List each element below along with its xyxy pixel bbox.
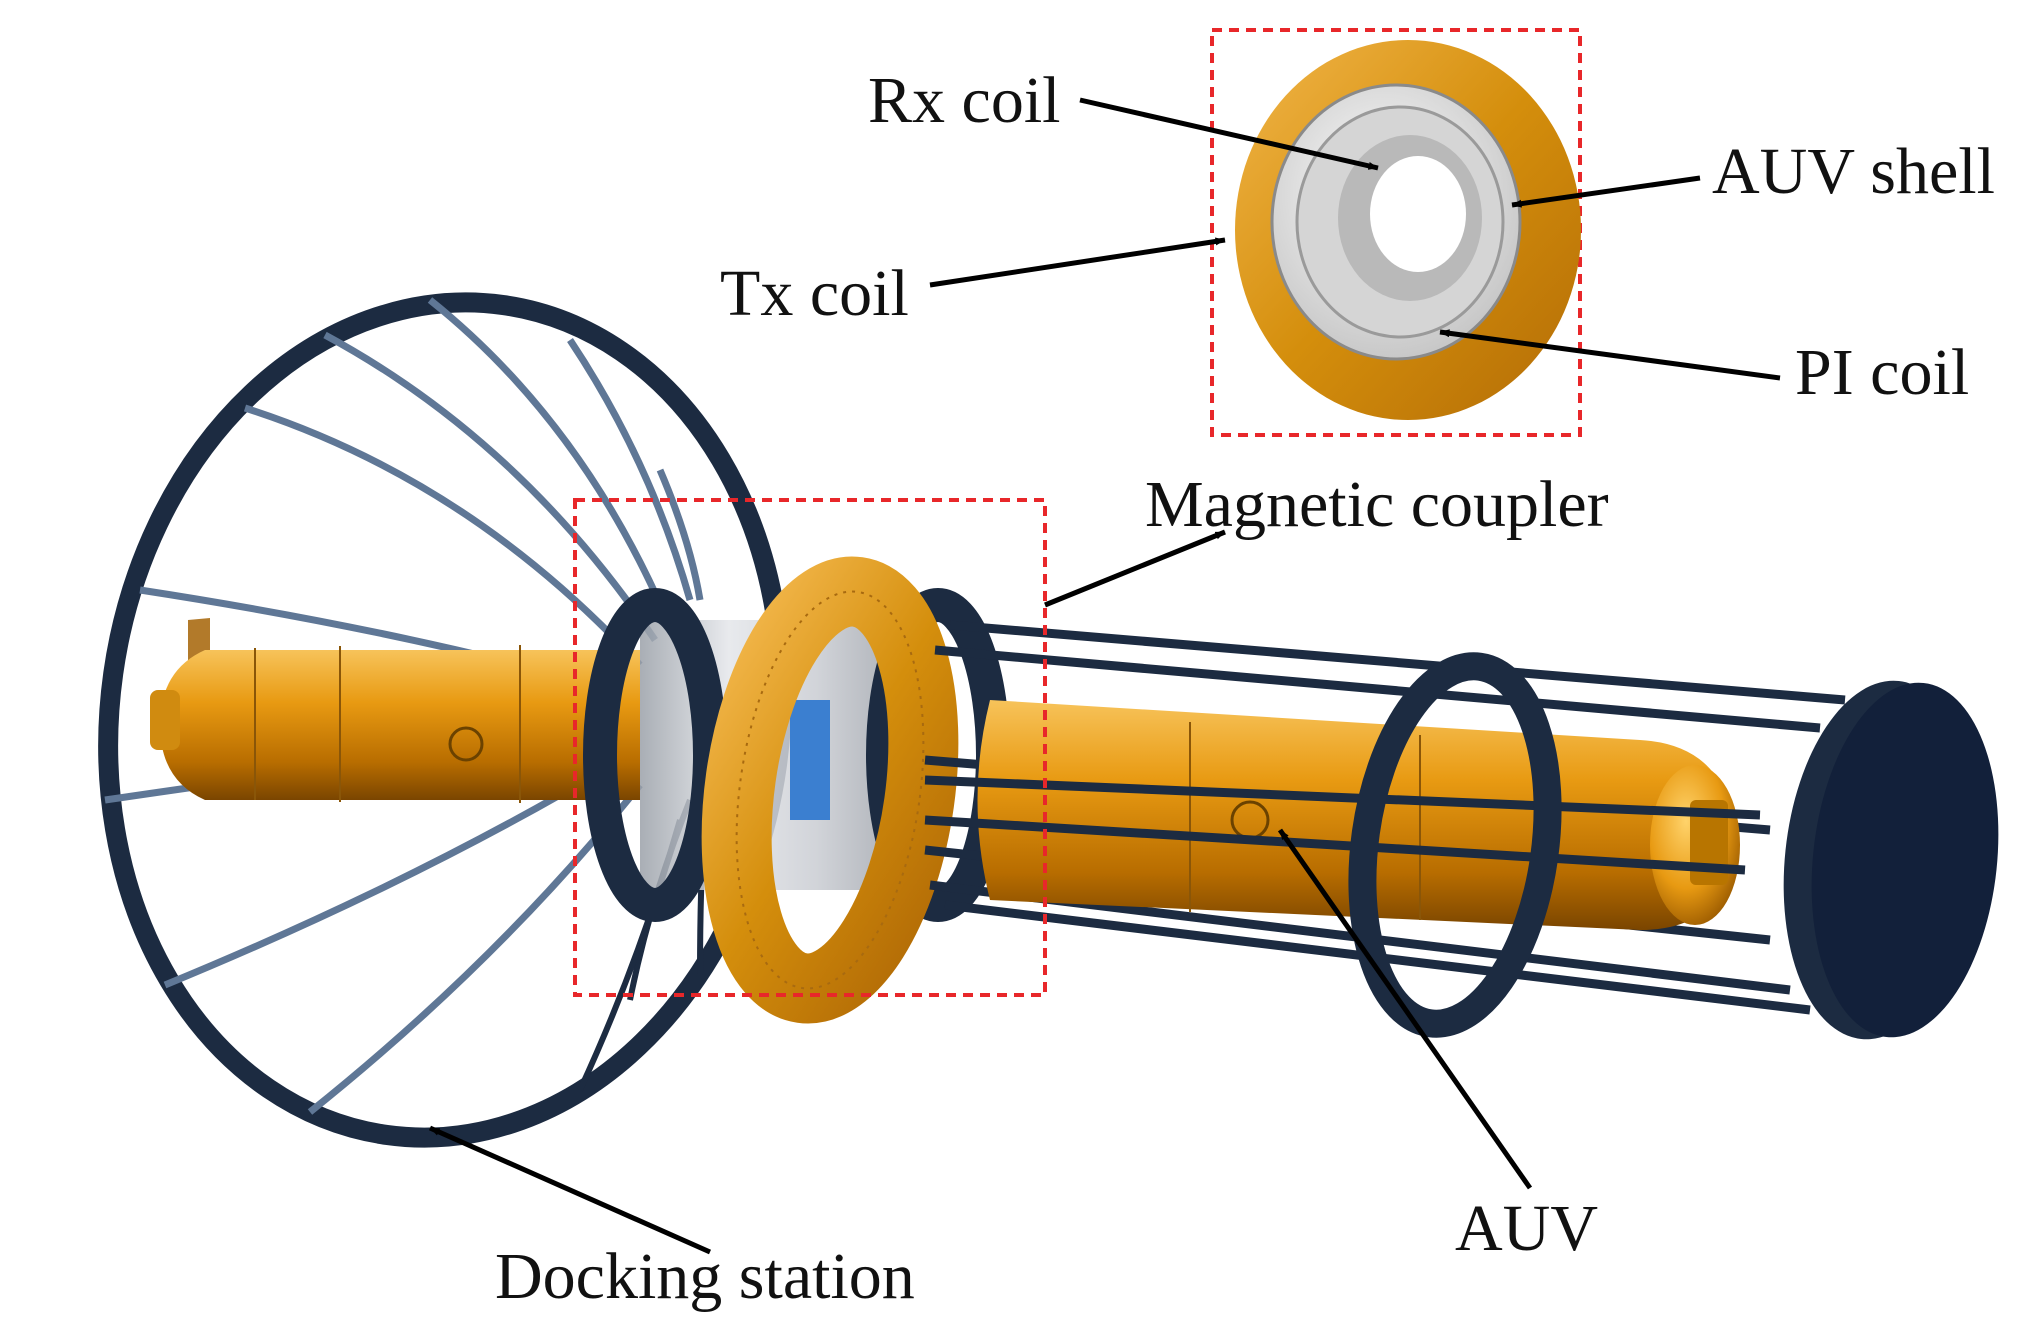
label-tx-coil: Tx coil — [720, 257, 909, 330]
label-docking-station: Docking station — [495, 1240, 915, 1313]
tx-coil-ring — [701, 556, 959, 1024]
auv-hull-rear — [150, 618, 640, 803]
leader-arrows — [428, 97, 1781, 1255]
arrow-docking-station — [428, 1125, 712, 1255]
cage-front-bars — [924, 775, 1761, 875]
arrow-rx-coil — [1079, 97, 1379, 171]
coil-cross-section-inset — [1210, 28, 1582, 437]
coupler-highlight-box — [573, 498, 1047, 997]
arrow-auv — [1277, 828, 1533, 1190]
arrow-tx-coil — [929, 237, 1226, 288]
arrow-magnetic-coupler — [1044, 529, 1226, 608]
label-auv-shell: AUV shell — [1712, 135, 1995, 208]
label-rx-coil: Rx coil — [868, 64, 1061, 137]
arrow-auv-shell — [1511, 175, 1701, 208]
cage-end-cap — [1783, 680, 1999, 1040]
label-pi-coil: PI coil — [1795, 336, 1969, 409]
label-magnetic-coupler: Magnetic coupler — [1145, 468, 1609, 541]
label-auv: AUV — [1455, 1192, 1598, 1265]
arrow-pi-coil — [1439, 329, 1781, 381]
cage-middle-ring — [1348, 652, 1562, 1038]
